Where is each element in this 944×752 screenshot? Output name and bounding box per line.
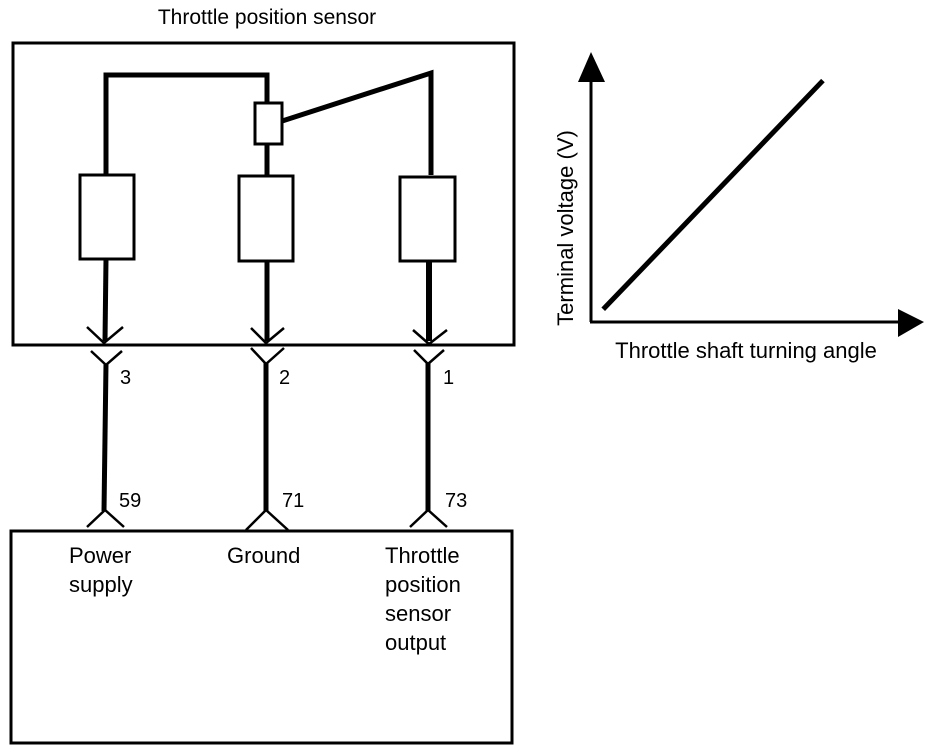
ecu-label-ground: Ground — [227, 543, 300, 568]
label-line: Ground — [227, 543, 300, 568]
pin2-socket-icon — [250, 347, 285, 366]
label-line: sensor — [385, 601, 451, 626]
wire-pin3-internal — [102, 258, 109, 342]
series-line — [601, 78, 825, 312]
resistor-right — [398, 175, 457, 263]
ecu-label-tps-output: Throttle position sensor output — [385, 543, 461, 655]
y-axis-label: Terminal voltage (V) — [553, 130, 578, 326]
pin3-arrow-icon — [86, 326, 124, 345]
sensor-title: Throttle position sensor — [158, 6, 376, 29]
supply-wire — [103, 72, 270, 175]
ecu-pin-73: 73 — [445, 490, 467, 512]
resistor-left — [78, 173, 136, 261]
y-axis-arrow-icon — [578, 52, 605, 82]
ecu-connector-pins — [86, 508, 448, 531]
wiper-wire — [275, 69, 434, 175]
ecu-pin-71: 71 — [282, 490, 304, 512]
sensor-pin-1: 1 — [443, 367, 454, 389]
resistor-middle — [237, 174, 295, 263]
sensor-housing — [11, 41, 516, 347]
ecu-pin59-icon — [86, 508, 125, 528]
label-line: Power — [69, 543, 131, 568]
x-axis-label: Throttle shaft turning angle — [615, 338, 877, 363]
slider-contact — [253, 101, 284, 146]
ecu-pin71-icon — [245, 508, 289, 531]
pin2-arrow-icon — [250, 327, 285, 345]
ecu-pin-59: 59 — [119, 490, 141, 512]
ecu-pin73-icon — [409, 508, 448, 528]
ecu-box — [9, 529, 514, 745]
x-axis-arrow-icon — [898, 309, 924, 337]
pin3-socket-icon — [90, 350, 123, 367]
pin1-socket-icon — [413, 349, 445, 366]
harness-wire-power — [101, 363, 109, 512]
label-line: position — [385, 572, 461, 597]
ecu-label-power-supply: Power supply — [69, 543, 133, 597]
sensor-pin-2: 2 — [279, 367, 290, 389]
voltage-angle-chart: Throttle shaft turning angle Terminal vo… — [553, 52, 924, 363]
pin1-arrow-icon — [412, 329, 448, 346]
label-line: Throttle — [385, 543, 460, 568]
sensor-pin-3: 3 — [120, 367, 131, 389]
label-line: output — [385, 630, 446, 655]
label-line: supply — [69, 572, 133, 597]
